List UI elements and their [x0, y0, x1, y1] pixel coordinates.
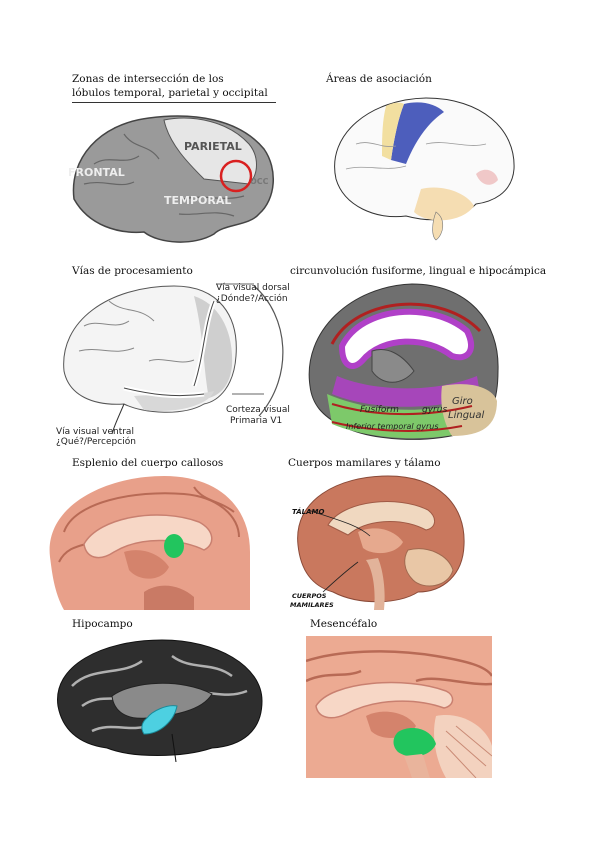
label-mammillary-2: MAMILARES — [290, 601, 334, 609]
brain-lobes-image: FRONTAL PARIETAL TEMPORAL OCC — [64, 104, 278, 246]
splenium-highlight — [164, 534, 184, 558]
label-ventral-pathway: Vía visual ventral — [56, 427, 134, 437]
label-ventral-question: ¿Qué?/Percepción — [56, 436, 136, 446]
caption-midbrain: Mesencéfalo — [310, 618, 378, 630]
caption-processing-pathways: Vías de procesamiento — [72, 265, 193, 277]
midbrain-image — [306, 636, 492, 778]
label-giro: Giro — [452, 396, 473, 407]
label-primary-v1: Primaria V1 — [230, 416, 282, 426]
label-parietal: PARIETAL — [184, 140, 242, 153]
association-areas-image — [286, 84, 540, 248]
label-inferior-temporal-gyrus: Inferior temporal gyrus — [346, 422, 439, 431]
hippocampus-image — [52, 636, 264, 762]
label-gyrus: gyrus — [422, 405, 447, 415]
fusiform-gyrus-image: Fusiform gyrus Inferior temporal gyrus G… — [302, 276, 502, 448]
intersection-highlight-circle — [219, 159, 253, 193]
hippocampus-highlight — [141, 705, 178, 735]
caption-mammillary-thalamus: Cuerpos mamilares y tálamo — [288, 457, 441, 469]
caption-splenium: Esplenio del cuerpo callosos — [72, 457, 224, 469]
splenium-image — [44, 472, 250, 610]
label-lingual: Lingual — [448, 410, 485, 421]
label-mammillary-1: CUERPOS — [292, 592, 327, 600]
caption-hippocampus: Hipocampo — [72, 618, 133, 630]
caption-fusiform-gyrus: circunvolución fusiforme, lingual e hipo… — [290, 265, 547, 277]
label-fusiform: Fusiform — [360, 405, 399, 415]
label-dorsal-pathway: Vía visual dorsal — [216, 283, 290, 293]
mammillary-thalamus-image: TÁLAMO CUERPOS MAMILARES — [288, 470, 468, 612]
midbrain-highlight — [393, 728, 436, 757]
label-temporal: TEMPORAL — [164, 194, 231, 207]
visual-pathways-image: Vía visual dorsal ¿Dónde?/Acción Corteza… — [54, 276, 300, 446]
label-visual-cortex: Corteza visual — [226, 405, 290, 415]
caption-underline — [72, 102, 276, 103]
label-thalamus: TÁLAMO — [292, 507, 324, 516]
caption-intersection-line1: Zonas de intersección de los — [72, 73, 224, 85]
caption-association-areas: Áreas de asociación — [326, 73, 432, 85]
label-frontal: FRONTAL — [68, 166, 125, 179]
label-occipital: OCC — [250, 177, 269, 186]
caption-intersection-line2: lóbulos temporal, parietal y occipital — [72, 87, 268, 99]
label-dorsal-question: ¿Dónde?/Acción — [216, 293, 288, 304]
